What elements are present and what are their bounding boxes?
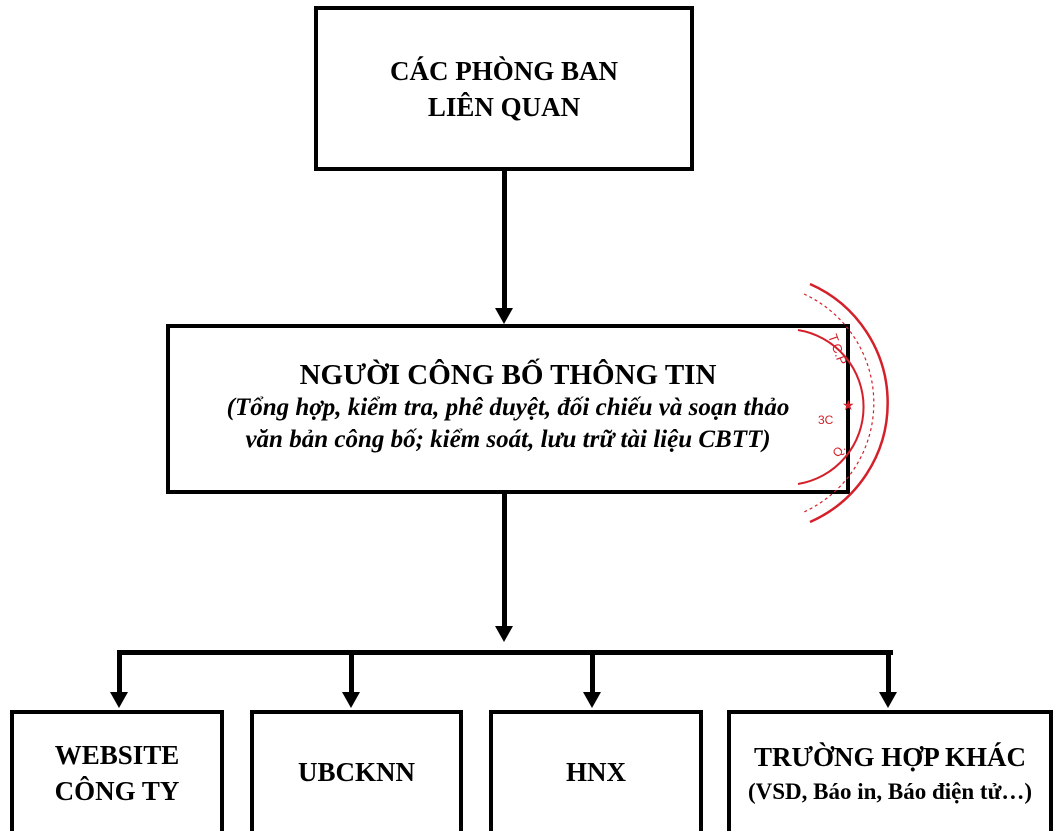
other-cases-title: TRƯỜNG HỢP KHÁC (753, 741, 1026, 772)
svg-text:3C: 3C (818, 413, 834, 427)
hnx-box: HNX (489, 710, 703, 831)
arrow-into-website-box (110, 692, 128, 708)
company-seal-stamp: T.C.P ★ 3C Q. (797, 282, 889, 524)
disclosure-officer-box: NGƯỜI CÔNG BỐ THÔNG TIN (Tổng hợp, kiểm … (166, 324, 850, 494)
other-cases-examples: (VSD, Báo in, Báo điện tử…) (747, 778, 1033, 804)
connector-horizontal-bus (117, 650, 893, 655)
related-departments-line2: LIÊN QUAN (427, 91, 581, 122)
company-website-box: WEBSITE CÔNG TY (10, 710, 224, 831)
related-departments-line1: CÁC PHÒNG BAN (390, 55, 618, 86)
hnx-label: HNX (566, 757, 626, 787)
related-departments-box: CÁC PHÒNG BAN LIÊN QUAN (314, 6, 694, 171)
connector-middle-down (502, 494, 507, 629)
svg-text:T.C.P: T.C.P (825, 332, 850, 367)
arrow-into-other-box (879, 692, 897, 708)
arrow-middle-junction (495, 626, 513, 642)
company-website-line2: CÔNG TY (54, 775, 180, 806)
connector-branch-ubcknn (349, 650, 354, 694)
disclosure-officer-description-line2: văn bản công bố; kiểm soát, lưu trữ tài … (245, 426, 771, 453)
svg-text:★: ★ (842, 397, 855, 413)
disclosure-officer-description-line1: (Tổng hợp, kiểm tra, phê duyệt, đối chiế… (226, 394, 790, 421)
arrow-into-middle-box (495, 308, 513, 324)
connector-top-to-middle (502, 171, 507, 311)
arrow-into-ubcknn-box (342, 692, 360, 708)
company-website-line1: WEBSITE (54, 739, 180, 770)
other-cases-box: TRƯỜNG HỢP KHÁC (VSD, Báo in, Báo điện t… (727, 710, 1053, 831)
arrow-into-hnx-box (583, 692, 601, 708)
ubcknn-label: UBCKNN (297, 757, 415, 787)
connector-branch-other (886, 650, 891, 694)
disclosure-officer-title: NGƯỜI CÔNG BỐ THÔNG TIN (299, 359, 717, 391)
ubcknn-box: UBCKNN (250, 710, 463, 831)
connector-branch-hnx (590, 650, 595, 694)
connector-branch-website (117, 650, 122, 694)
